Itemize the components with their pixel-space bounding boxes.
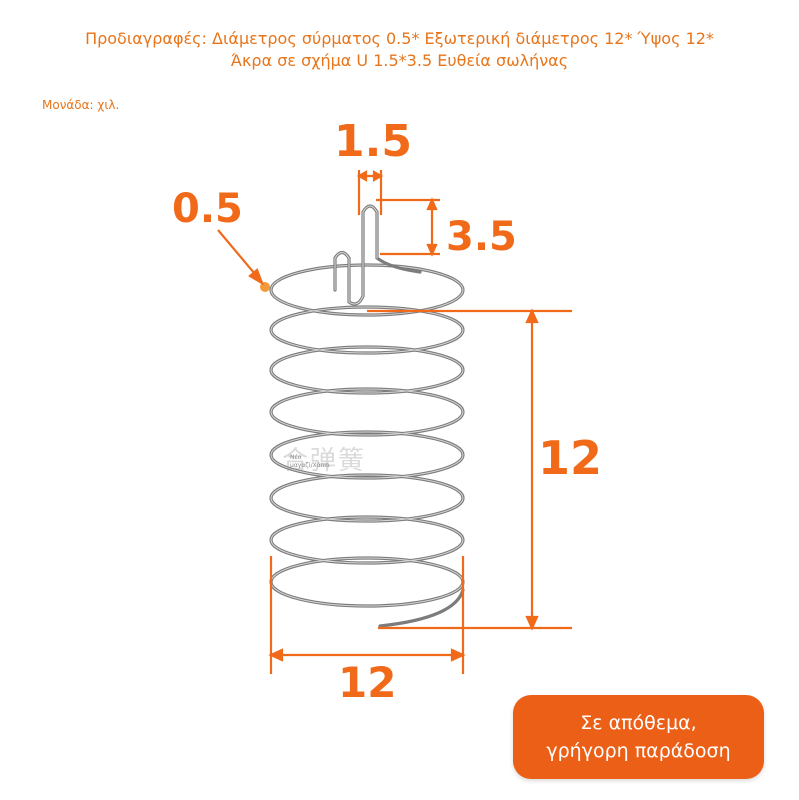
shop-mark: Νέο μαγαζί/Χάππι <box>290 454 330 469</box>
label-u-height: 3.5 <box>446 214 517 260</box>
unit-label: Μονάδα: χιλ. <box>42 98 120 112</box>
spring-coils <box>260 204 465 628</box>
label-wire-diameter: 0.5 <box>172 186 243 232</box>
in-stock-badge: Σε απόθεμα, γρήγορη παράδοση <box>513 695 764 779</box>
in-stock-line-1: Σε απόθεμα, <box>580 712 697 734</box>
coil-end <box>378 588 465 628</box>
watermark-logo: 合弹簧 <box>282 446 367 476</box>
spec-text: Προδιαγραφές: Διάμετρος σύρματος 0.5* Εξ… <box>0 28 799 72</box>
label-height: 12 <box>538 431 602 485</box>
spec-line-1: Προδιαγραφές: Διάμετρος σύρματος 0.5* Εξ… <box>85 29 714 48</box>
spec-line-2: Άκρα σε σχήμα U 1.5*3.5 Ευθεία σωλήνας <box>230 51 569 70</box>
label-u-width: 1.5 <box>334 116 412 167</box>
in-stock-line-2: γρήγορη παράδοση <box>546 740 731 762</box>
label-outer-diameter: 12 <box>338 658 396 707</box>
dimension-lines <box>217 170 572 674</box>
